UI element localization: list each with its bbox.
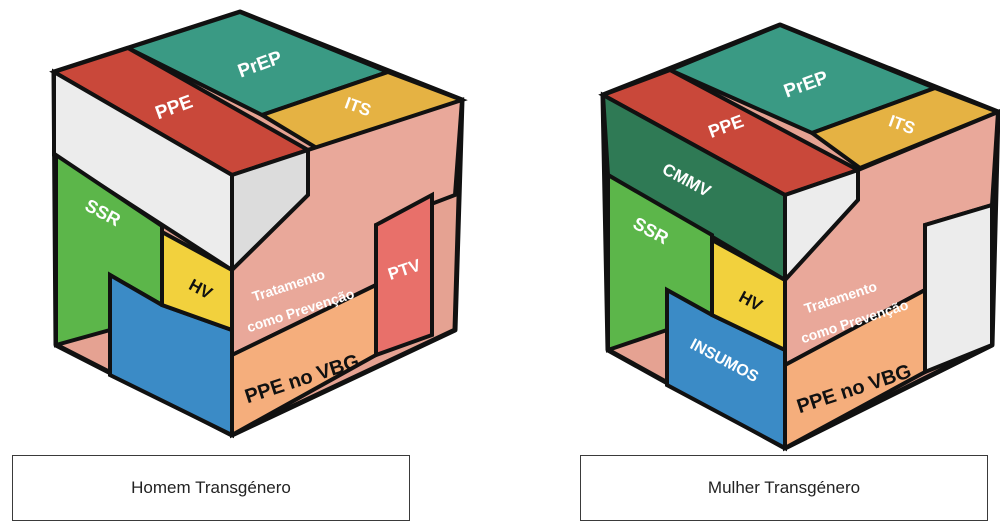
- white-tile-right: [923, 202, 994, 375]
- caption-mulher-transgenero: Mulher Transgénero: [580, 455, 988, 521]
- caption-text: Homem Transgénero: [131, 478, 291, 497]
- ppe-vbg-tile: [230, 281, 378, 439]
- cube-mulher-transgenero: PrEP PPE ITS CMMV SSR HV INSUMOS Tratame…: [598, 22, 1000, 452]
- cube-homem-transgenero: PrEP PPE ITS SSR HV Tratamento como Prev…: [49, 9, 468, 439]
- caption-text: Mulher Transgénero: [707, 478, 861, 497]
- ppe-vbg-tile: [783, 286, 927, 452]
- caption-homem-transgenero: Homem Transgénero: [12, 455, 410, 521]
